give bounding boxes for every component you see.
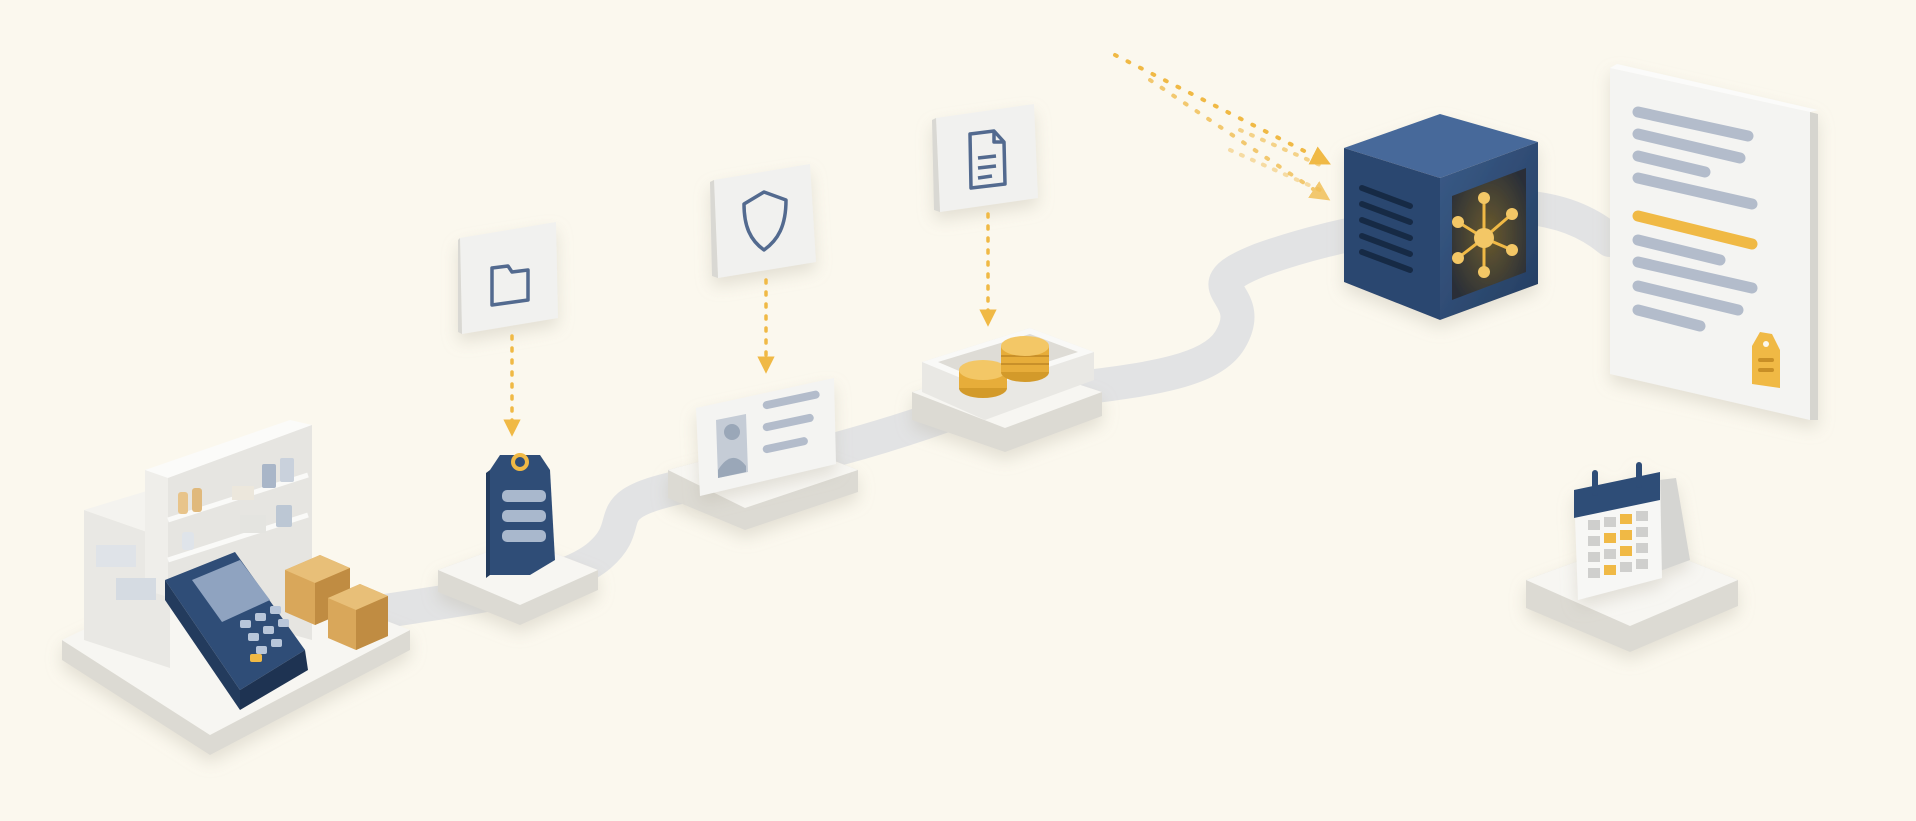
coins-icon: [959, 336, 1049, 398]
boxes-icon: [285, 555, 388, 650]
shield-card: [710, 164, 816, 278]
folder-icon: [490, 264, 530, 307]
pos-terminal-icon: [165, 552, 308, 710]
tag-icon: [1752, 332, 1780, 388]
store-shelf-icon: [84, 420, 312, 668]
report-page-icon: [1632, 106, 1758, 332]
folder-card: [458, 222, 558, 334]
id-card-icon: [696, 378, 836, 496]
incoming-arrows: [1113, 53, 1331, 201]
document-icon: [968, 129, 1007, 190]
document-card: [932, 104, 1038, 212]
calendar-icon: [1574, 462, 1690, 600]
price-tag-icon: [486, 453, 555, 578]
shield-icon: [742, 190, 788, 252]
network-hub-icon: [1452, 192, 1518, 278]
store-platform-side: [62, 630, 410, 755]
